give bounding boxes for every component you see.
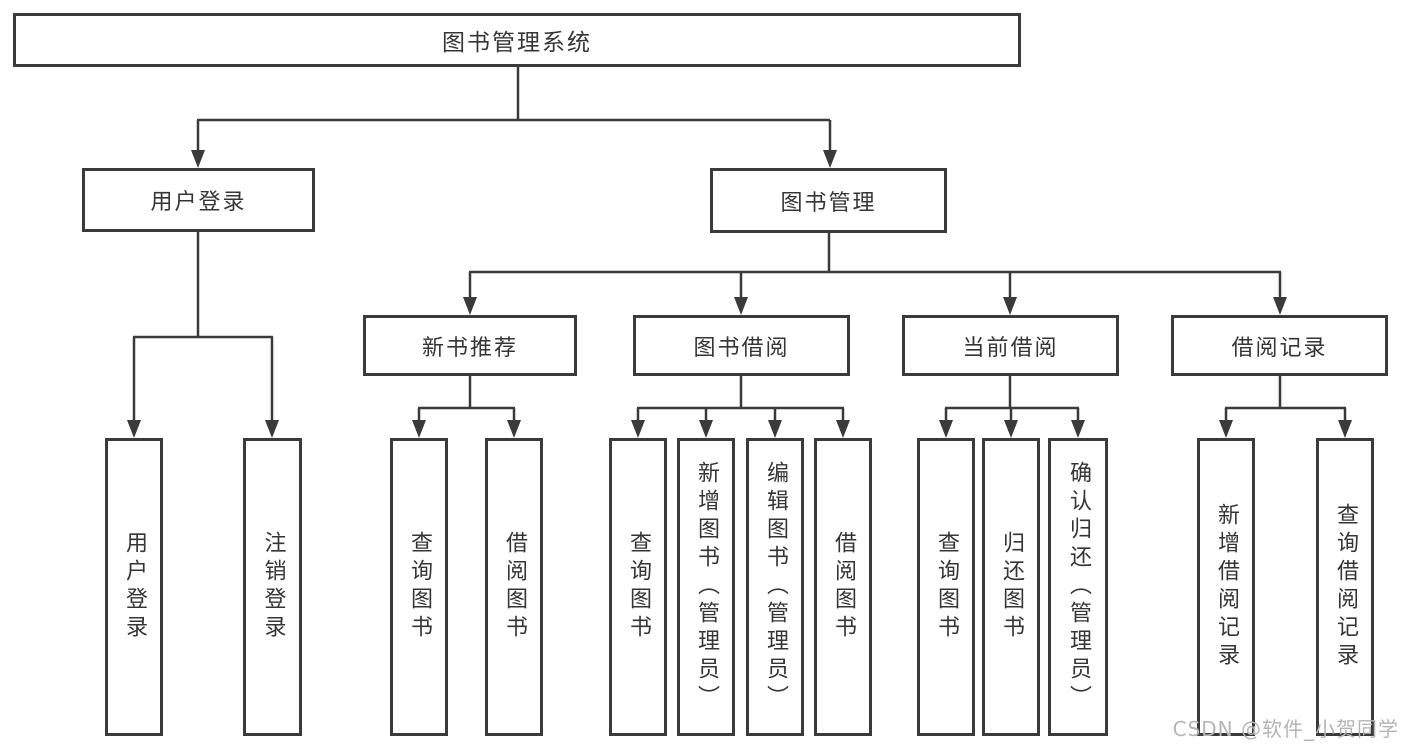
leaf-user-login: 用户登录 bbox=[105, 438, 163, 736]
leaf-query-books-borrow: 查询图书 bbox=[609, 438, 667, 736]
node-label: 图书管理系统 bbox=[442, 30, 592, 56]
node-book-management: 图书管理 bbox=[710, 168, 947, 233]
leaf-borrow-books-recommend: 借阅图书 bbox=[485, 438, 543, 736]
leaf-label: 归还图书 bbox=[999, 531, 1024, 643]
node-system-root: 图书管理系统 bbox=[13, 13, 1021, 67]
node-label: 图书借阅 bbox=[693, 335, 790, 361]
node-current-borrow: 当前借阅 bbox=[902, 315, 1119, 376]
node-label: 用户登录 bbox=[150, 190, 247, 215]
leaf-label: 用户登录 bbox=[122, 531, 147, 643]
node-book-borrow: 图书借阅 bbox=[633, 315, 850, 376]
leaf-label: 查询借阅记录 bbox=[1333, 503, 1358, 671]
node-label: 当前借阅 bbox=[962, 335, 1059, 361]
leaf-label: 确认归还（管理员） bbox=[1066, 461, 1091, 713]
leaf-edit-book-admin: 编辑图书（管理员） bbox=[746, 438, 804, 736]
node-new-book-recommend: 新书推荐 bbox=[363, 315, 577, 376]
leaf-label: 查询图书 bbox=[934, 531, 959, 643]
leaf-confirm-return-admin: 确认归还（管理员） bbox=[1048, 438, 1108, 736]
node-label: 新书推荐 bbox=[421, 335, 518, 361]
leaf-logout: 注销登录 bbox=[243, 438, 302, 736]
leaf-label: 新增借阅记录 bbox=[1214, 503, 1239, 671]
leaf-label: 注销登录 bbox=[260, 531, 286, 643]
leaf-query-books-current: 查询图书 bbox=[917, 438, 975, 736]
node-label: 图书管理 bbox=[780, 190, 877, 216]
csdn-watermark: CSDN @软件_小贺同学 bbox=[1172, 717, 1399, 741]
leaf-add-book-admin: 新增图书（管理员） bbox=[677, 438, 735, 736]
leaf-label: 编辑图书（管理员） bbox=[763, 461, 788, 713]
leaf-label: 借阅图书 bbox=[502, 531, 527, 643]
leaf-add-borrow-record: 新增借阅记录 bbox=[1197, 438, 1255, 736]
node-user-login: 用户登录 bbox=[82, 168, 315, 232]
leaf-label: 新增图书（管理员） bbox=[694, 461, 719, 713]
node-borrow-records: 借阅记录 bbox=[1171, 315, 1388, 376]
leaf-label: 查询图书 bbox=[626, 531, 651, 643]
leaf-borrow-books-borrow: 借阅图书 bbox=[814, 438, 872, 736]
leaf-label: 查询图书 bbox=[407, 531, 432, 643]
leaf-label: 借阅图书 bbox=[831, 531, 856, 643]
node-label: 借阅记录 bbox=[1231, 335, 1328, 361]
leaf-return-book: 归还图书 bbox=[982, 438, 1040, 736]
leaf-query-borrow-record: 查询借阅记录 bbox=[1316, 438, 1374, 736]
leaf-query-books-recommend: 查询图书 bbox=[390, 438, 448, 736]
